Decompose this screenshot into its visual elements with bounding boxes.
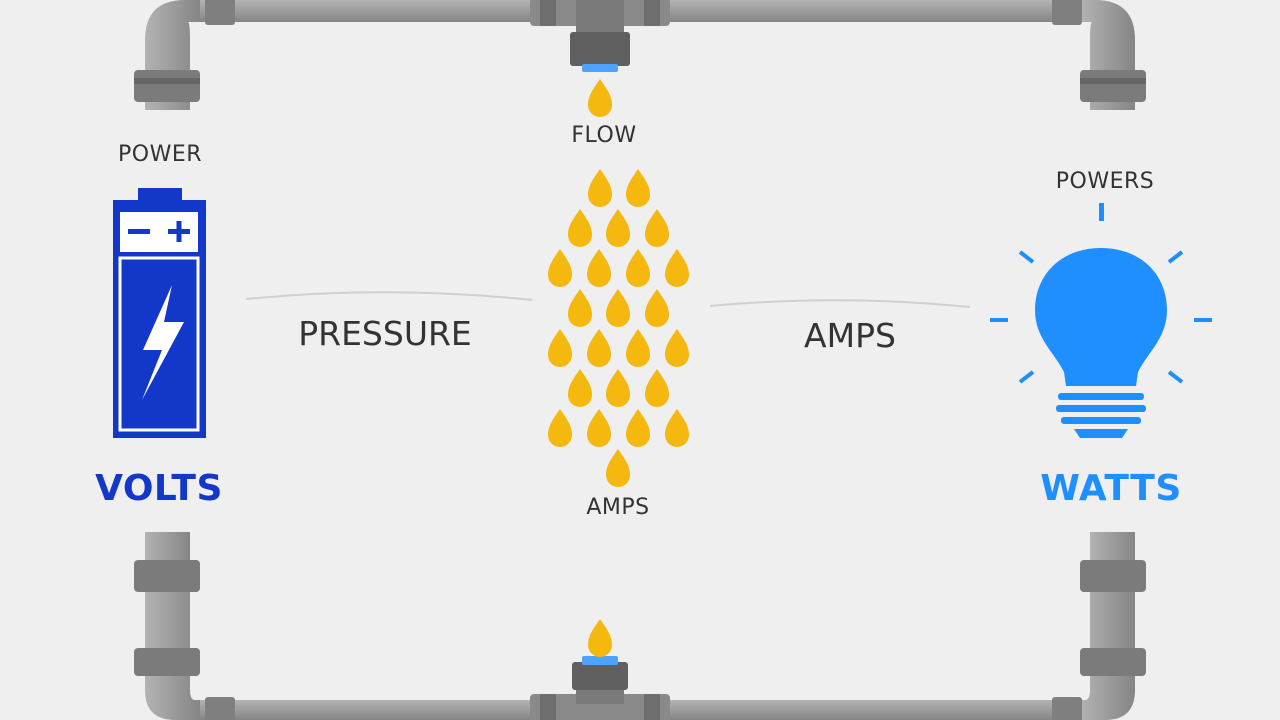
pipe-coupling <box>205 697 235 720</box>
pipe-stub <box>1090 532 1135 562</box>
water-drop-icon <box>606 209 630 247</box>
water-drop-icon <box>645 369 669 407</box>
pipe-coupling <box>134 70 200 102</box>
water-drop-icon <box>588 79 612 117</box>
volts-label: VOLTS <box>95 468 223 509</box>
water-drop-icon <box>588 169 612 207</box>
pipe-coupling <box>134 78 200 84</box>
water-drop-icon <box>568 289 592 327</box>
pipe-stub <box>145 532 190 562</box>
lightbulb-icon <box>990 203 1212 438</box>
water-drop-icon <box>568 369 592 407</box>
pipe-coupling <box>1080 560 1146 592</box>
pressure-label: PRESSURE <box>298 314 472 353</box>
water-drop-icon <box>587 329 611 367</box>
connector-line-left <box>245 291 533 301</box>
pipe-valve-icon <box>530 0 670 72</box>
water-drop-icon <box>665 249 689 287</box>
water-drop-icon <box>568 209 592 247</box>
pipe-network <box>134 0 1146 720</box>
water-drop-icon <box>645 289 669 327</box>
pipe-valve-icon <box>530 656 670 720</box>
water-drop-icon <box>587 249 611 287</box>
water-drop-icon <box>665 409 689 447</box>
water-drop-icon <box>548 409 572 447</box>
water-drop-icon <box>548 329 572 367</box>
water-drop-icon <box>626 249 650 287</box>
water-drop-icon <box>626 329 650 367</box>
water-drop-icon <box>606 289 630 327</box>
power-label: POWER <box>117 142 203 167</box>
flow-label: FLOW <box>571 123 637 148</box>
water-drop-icon <box>548 249 572 287</box>
water-drop-icon <box>626 169 650 207</box>
pipe-coupling <box>134 560 200 592</box>
pipe-coupling <box>205 0 235 25</box>
pipe-coupling <box>134 648 200 676</box>
water-drop-icon <box>645 209 669 247</box>
watts-label: WATTS <box>1040 468 1182 509</box>
pipe-coupling <box>1052 0 1082 25</box>
pipe-coupling <box>1080 78 1146 84</box>
water-drop-icon <box>606 449 630 487</box>
amps-label-bottom: AMPS <box>586 495 650 520</box>
amps-label-right: AMPS <box>804 316 896 355</box>
water-drop-icon <box>588 619 612 657</box>
water-drop-icon <box>665 329 689 367</box>
water-drop-icon <box>587 409 611 447</box>
powers-label: POWERS <box>1055 169 1155 194</box>
lightning-bolt-icon <box>142 285 184 400</box>
pipe-coupling <box>1080 648 1146 676</box>
pipe-coupling <box>1052 697 1082 720</box>
battery-icon <box>113 188 206 438</box>
water-drop-icon <box>626 409 650 447</box>
pipe-coupling <box>1080 70 1146 102</box>
connector-line-right <box>709 299 971 308</box>
water-drops <box>548 79 689 657</box>
water-drop-icon <box>606 369 630 407</box>
